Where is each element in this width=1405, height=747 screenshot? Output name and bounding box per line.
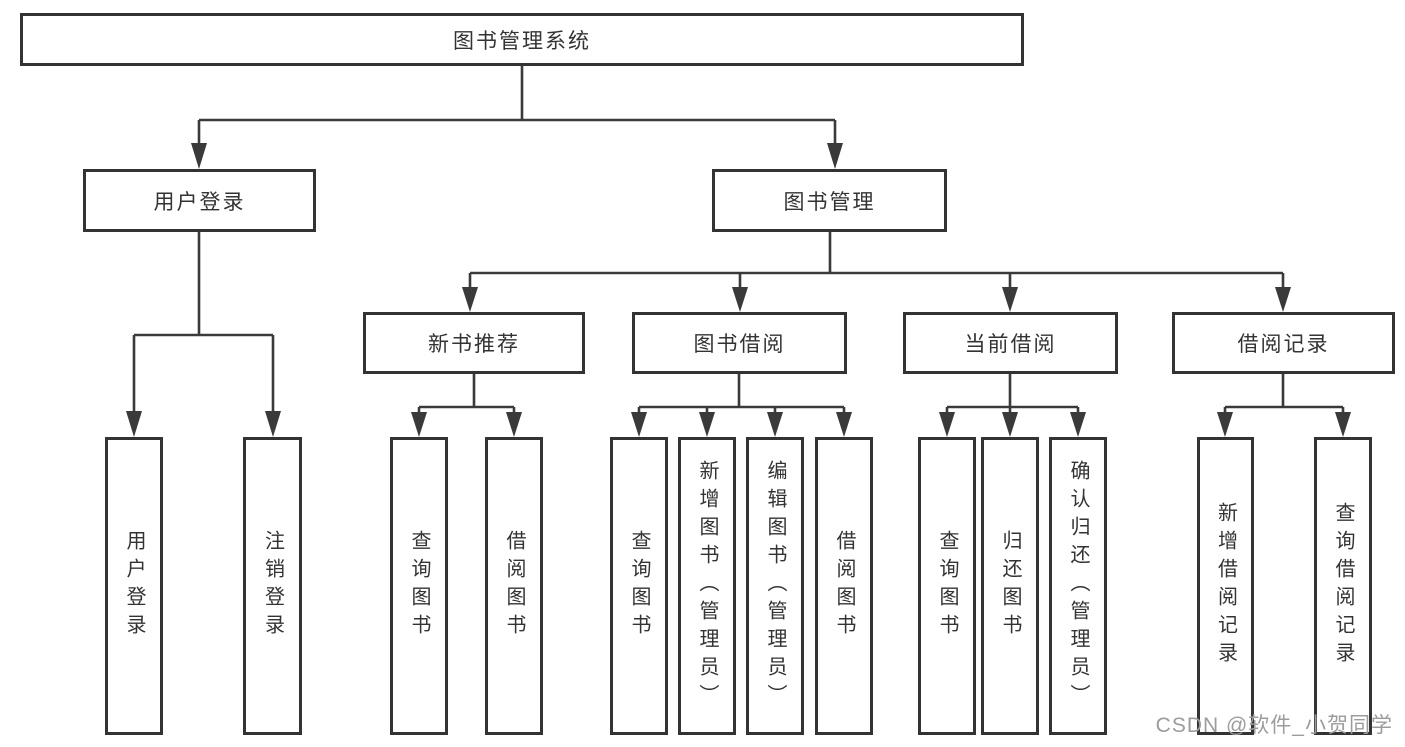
leaf-logout: 注销登录 (243, 437, 302, 735)
leaf-query-books-borrow: 查询图书 (610, 437, 668, 735)
leaf-query-books-recommend: 查询图书 (390, 437, 448, 735)
leaf-logout-label: 注销登录 (261, 530, 284, 642)
leaf-user-login-label: 用户登录 (123, 530, 145, 642)
node-user-login: 用户登录 (83, 169, 316, 232)
leaf-query-books-recommend-label: 查询图书 (408, 530, 430, 642)
leaf-add-borrow-record-label: 新增借阅记录 (1214, 502, 1237, 670)
arrowheads (126, 143, 1351, 437)
node-book-borrowing: 图书借阅 (632, 312, 847, 374)
node-library-management-system: 图书管理系统 (20, 13, 1024, 66)
leaf-borrow-books-label: 借阅图书 (833, 530, 855, 642)
leaf-confirm-return-admin: 确认归还（管理员） (1049, 437, 1107, 735)
leaf-user-login: 用户登录 (105, 437, 163, 735)
leaf-query-books-current-label: 查询图书 (936, 530, 958, 642)
leaf-return-books-label: 归还图书 (999, 530, 1021, 642)
leaf-borrow-books-recommend-label: 借阅图书 (503, 530, 525, 642)
leaf-add-books-admin-label: 新增图书（管理员） (696, 460, 718, 712)
leaf-borrow-books-recommend: 借阅图书 (485, 437, 543, 735)
node-borrowing-records: 借阅记录 (1172, 312, 1395, 374)
leaf-add-borrow-record: 新增借阅记录 (1197, 437, 1254, 735)
leaf-borrow-books: 借阅图书 (815, 437, 873, 735)
leaf-query-books-borrow-label: 查询图书 (628, 530, 650, 642)
node-current-borrowing: 当前借阅 (903, 312, 1118, 374)
leaf-query-borrow-record: 查询借阅记录 (1314, 437, 1372, 735)
leaf-query-books-current: 查询图书 (918, 437, 976, 735)
csdn-watermark: CSDN @软件_小贺同学 (1155, 714, 1393, 737)
leaf-return-books: 归还图书 (981, 437, 1039, 735)
leaf-edit-books-admin: 编辑图书（管理员） (746, 437, 804, 735)
leaf-add-books-admin: 新增图书（管理员） (678, 437, 736, 735)
node-book-management: 图书管理 (712, 169, 947, 232)
leaf-confirm-return-admin-label: 确认归还（管理员） (1067, 460, 1089, 712)
leaf-edit-books-admin-label: 编辑图书（管理员） (764, 460, 786, 712)
node-new-book-recommendation: 新书推荐 (363, 312, 585, 374)
leaf-query-borrow-record-label: 查询借阅记录 (1332, 502, 1354, 670)
